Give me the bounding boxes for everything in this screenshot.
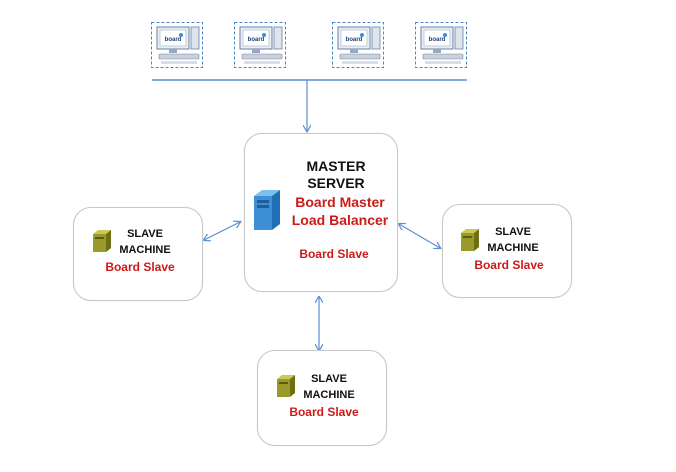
master-role-board-slave: Board Slave — [299, 247, 369, 261]
slave-left-line1: SLAVE — [127, 228, 163, 240]
master-role-board-master: Board Master — [295, 194, 385, 210]
slave-tower-icon — [461, 229, 479, 251]
slave-right-line2: MACHINE — [487, 242, 539, 254]
client-computer-icon: board — [415, 22, 467, 68]
slave-machine-right-node — [442, 204, 572, 298]
client-computer-icon: board — [332, 22, 384, 68]
slave-tower-icon — [93, 230, 111, 252]
master-role-load-balancer: Load Balancer — [291, 212, 389, 228]
slave-machine-bottom-node — [257, 350, 387, 446]
slave-tower-icon — [277, 375, 295, 397]
slave-bottom-line1: SLAVE — [311, 373, 347, 385]
client-computer-icon: board — [151, 22, 203, 68]
slave-left-role: Board Slave — [105, 260, 175, 274]
server-tower-icon — [254, 190, 280, 230]
slave-left-line2: MACHINE — [119, 244, 171, 256]
master-slave-right-arrow — [399, 224, 440, 248]
client-computer-icon: board — [234, 22, 286, 68]
slave-bottom-role: Board Slave — [289, 405, 359, 419]
master-title-line2: SERVER — [307, 175, 365, 191]
master-title-line1: MASTER — [306, 158, 366, 174]
master-slave-left-arrow — [204, 222, 240, 240]
slave-machine-left-node — [73, 207, 203, 301]
board-logo: board — [165, 37, 182, 43]
board-logo: board — [346, 37, 363, 43]
slave-right-role: Board Slave — [474, 258, 544, 272]
board-logo: board — [429, 37, 446, 43]
board-logo: board — [248, 37, 265, 43]
slave-bottom-line2: MACHINE — [303, 389, 355, 401]
slave-right-line1: SLAVE — [495, 226, 531, 238]
